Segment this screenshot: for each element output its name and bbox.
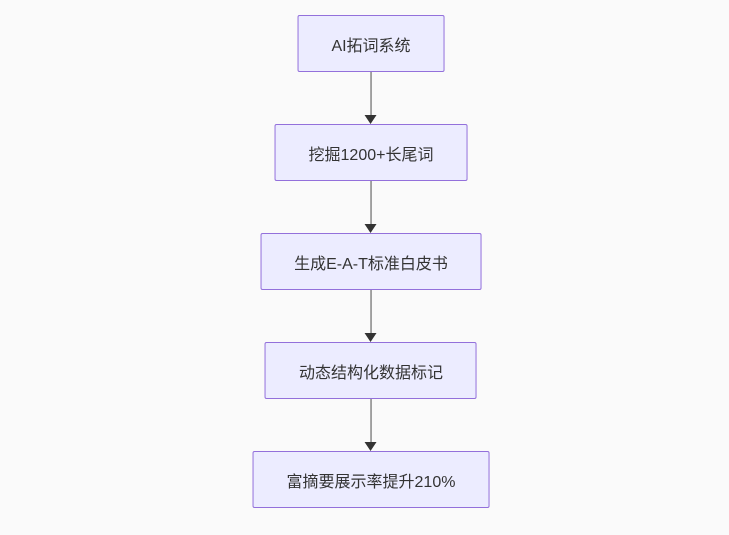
flowchart: AI拓词系统 挖掘1200+长尾词 生成E-A-T标准白皮书 动态结构化数据标记… xyxy=(252,15,490,508)
node-label: 富摘要展示率提升210% xyxy=(286,473,456,491)
flow-arrow xyxy=(365,181,377,233)
flow-arrow xyxy=(365,399,377,451)
arrow-line xyxy=(370,399,372,442)
arrow-line xyxy=(370,181,372,224)
flowchart-node-rich-snippet-rate: 富摘要展示率提升210% xyxy=(252,451,490,508)
arrowhead-down-icon xyxy=(365,333,377,342)
node-label: AI拓词系统 xyxy=(331,37,411,55)
node-label: 挖掘1200+长尾词 xyxy=(308,146,434,164)
arrowhead-down-icon xyxy=(365,115,377,124)
arrowhead-down-icon xyxy=(365,442,377,451)
flowchart-node-eat-whitepaper: 生成E-A-T标准白皮书 xyxy=(260,233,482,290)
arrowhead-down-icon xyxy=(365,224,377,233)
flowchart-node-longtail-keywords: 挖掘1200+长尾词 xyxy=(274,124,468,181)
flow-arrow xyxy=(365,290,377,342)
flowchart-node-structured-data-markup: 动态结构化数据标记 xyxy=(264,342,477,399)
node-label: 生成E-A-T标准白皮书 xyxy=(294,255,448,273)
arrow-line xyxy=(370,290,372,333)
node-label: 动态结构化数据标记 xyxy=(298,364,443,382)
flow-arrow xyxy=(365,72,377,124)
flowchart-node-ai-word-expansion: AI拓词系统 xyxy=(297,15,445,72)
arrow-line xyxy=(370,72,372,115)
